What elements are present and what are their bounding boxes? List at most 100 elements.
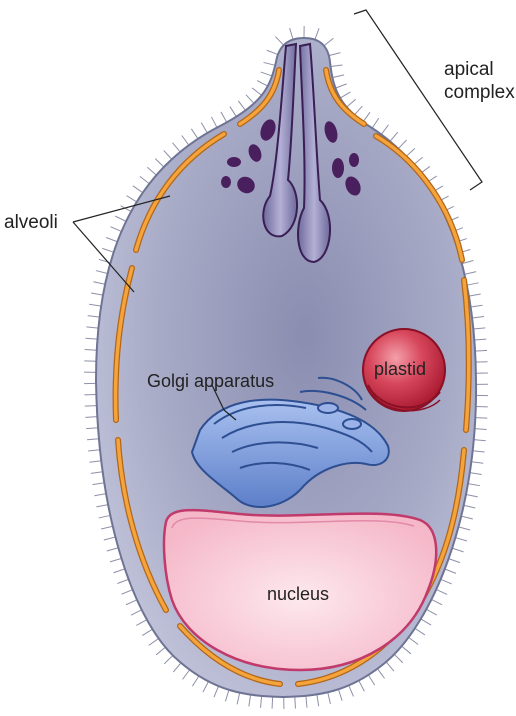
pellicle-hair xyxy=(89,461,101,462)
pellicle-hair xyxy=(99,515,111,517)
pellicle-hair xyxy=(104,537,116,540)
pellicle-hair xyxy=(398,140,406,149)
pellicle-hair xyxy=(359,681,365,692)
pellicle-hair xyxy=(402,646,411,654)
pellicle-hair xyxy=(473,451,485,452)
pellicle-hair xyxy=(455,538,467,541)
pellicle-hair xyxy=(421,619,431,625)
pellicle-hair xyxy=(88,316,100,317)
pellicle-hair xyxy=(115,216,126,221)
pellicle-hair xyxy=(315,28,319,39)
pellicle-hair xyxy=(386,662,394,671)
pellicle-hair xyxy=(275,37,283,46)
pellicle-hair xyxy=(110,558,121,562)
pellicle-hair xyxy=(127,196,137,202)
pellicle-hair xyxy=(156,647,165,655)
pellicle-hair xyxy=(354,106,362,115)
label-golgi-apparatus: Golgi apparatus xyxy=(147,371,274,391)
pellicle-hair xyxy=(409,637,419,644)
pellicle-hair xyxy=(164,655,173,663)
pellicle-hair xyxy=(349,685,354,696)
label-alveoli: alveoli xyxy=(4,212,58,233)
pellicle-hair xyxy=(136,620,147,626)
pellicle-hair xyxy=(86,327,98,328)
pellicle-hair xyxy=(261,72,272,76)
pellicle-hair xyxy=(464,505,476,508)
pellicle-hair xyxy=(121,590,132,595)
pellicle-hair xyxy=(335,84,346,88)
pellicle-hair xyxy=(290,28,293,39)
pellicle-hair xyxy=(140,176,149,183)
pellicle-hair xyxy=(332,75,344,78)
pellicle-hair xyxy=(85,350,97,351)
pellicle-hair xyxy=(249,695,251,707)
pellicle-hair xyxy=(126,600,137,605)
pellicle-hair xyxy=(415,628,425,635)
pellicle-hair xyxy=(474,339,486,340)
pellicle-hair xyxy=(470,473,482,475)
pellicle-hair xyxy=(295,697,296,709)
pellicle-hair xyxy=(192,676,198,686)
pellicle-hair xyxy=(474,440,486,441)
label-complex: complex xyxy=(444,82,515,103)
pellicle-hair xyxy=(85,338,97,339)
pellicle-hair xyxy=(468,484,480,486)
pellicle-hair xyxy=(475,429,487,430)
pellicle-hair xyxy=(107,548,119,551)
pellicle-hair xyxy=(340,92,350,98)
pellicle-hair xyxy=(467,283,479,285)
pellicle-hair xyxy=(89,304,101,306)
pellicle-hair xyxy=(436,589,447,594)
pellicle-hair xyxy=(317,694,319,706)
pellicle-hair xyxy=(306,696,307,708)
pellicle-hair xyxy=(164,150,172,159)
pellicle-hair xyxy=(191,129,198,139)
pellicle-hair xyxy=(173,143,181,152)
pellicle-hair xyxy=(475,350,487,351)
pellicle-hair xyxy=(464,272,476,275)
pellicle-hair xyxy=(473,328,485,329)
pellicle-hair xyxy=(368,675,374,685)
pellicle-hair xyxy=(91,472,103,474)
pellicle-hair xyxy=(445,569,456,573)
pellicle-hair xyxy=(110,227,121,232)
pellicle-hair xyxy=(87,439,99,440)
pellicle-hair xyxy=(147,167,156,175)
pellicle-hair xyxy=(155,159,164,167)
pellicle-hair xyxy=(471,305,483,307)
pellicle-hair xyxy=(475,418,487,419)
pellicle-hair xyxy=(201,123,207,133)
pellicle-hair xyxy=(441,579,452,584)
pellicle-hair xyxy=(93,282,105,285)
pellicle-hair xyxy=(91,293,103,295)
pellicle-hair xyxy=(94,494,106,496)
pellicle-hair xyxy=(329,53,341,56)
pellicle-hair xyxy=(106,237,117,241)
pellicle-hair xyxy=(331,65,343,67)
pellicle-hair xyxy=(96,505,108,507)
pellicle-hair xyxy=(85,417,97,418)
pellicle-hair xyxy=(452,548,463,552)
pellicle-hair xyxy=(238,101,245,111)
pellicle-hair xyxy=(183,670,190,680)
pellicle-hair xyxy=(203,681,209,692)
pellicle-hair xyxy=(406,148,415,156)
pellicle-hair xyxy=(252,88,261,95)
pellicle-hair xyxy=(461,516,473,519)
pellicle-hair xyxy=(85,406,97,407)
pellicle-hair xyxy=(246,95,254,104)
pellicle-hair xyxy=(88,450,100,451)
pellicle-hair xyxy=(267,50,278,54)
pellicle-hair xyxy=(264,62,276,65)
pellicle-hair xyxy=(214,686,219,697)
pellicle-hair xyxy=(381,125,388,135)
pellicle-hair xyxy=(338,689,342,700)
pellicle-hair xyxy=(261,696,262,708)
pellicle-hair xyxy=(133,186,143,193)
pellicle-hair xyxy=(272,697,273,709)
pellicle-hair xyxy=(372,118,379,128)
pellicle-hair xyxy=(324,38,333,45)
label-nucleus: nucleus xyxy=(267,584,329,604)
pellicle-hair xyxy=(472,317,484,318)
pellicle-hair xyxy=(426,609,437,615)
